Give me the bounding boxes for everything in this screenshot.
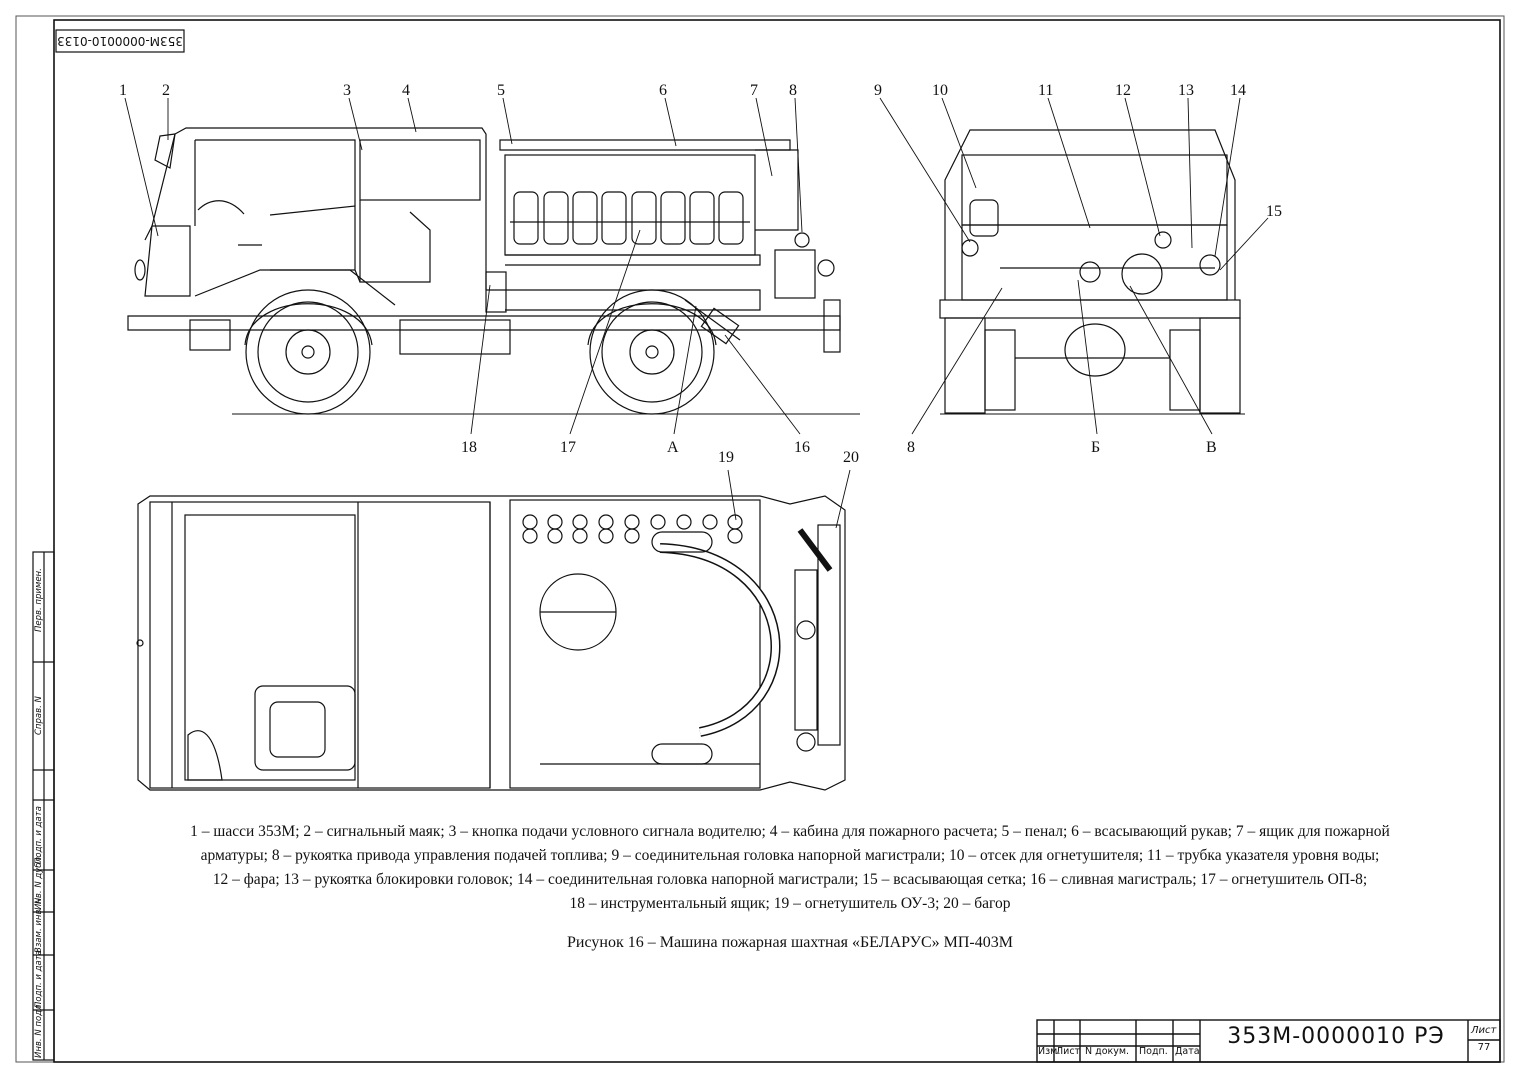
rear-leaders [879,97,1269,435]
tb-header-podp: Подп. [1139,1046,1168,1057]
stamp-podp-data-2: Подп. и дата [34,950,44,1008]
title-block-code: 353М-0000010 РЭ [1227,1024,1445,1049]
sheet-label: Лист [1471,1025,1497,1036]
callout-10: 10 [932,82,948,99]
callout-16: 16 [794,439,810,456]
callout-9: 9 [874,82,882,99]
stamp-inv-podl: Инв. N подл. [34,1001,44,1058]
callout-14: 14 [1230,82,1246,99]
callout-13: 13 [1178,82,1194,99]
top-view [136,495,846,791]
callout-2: 2 [162,82,170,99]
callout-19: 19 [718,449,734,466]
extinguishers-top [522,514,743,544]
callout-15: 15 [1266,203,1282,220]
legend-line-2: арматуры; 8 – рукоятка привода управлени… [200,847,1380,864]
callout-11: 11 [1038,82,1053,99]
legend-line-1: 1 – шасси 353М; 2 – сигнальный маяк; 3 –… [190,823,1390,840]
rear-view [939,129,1245,415]
callout-8: 8 [789,82,797,99]
callout-7: 7 [750,82,758,99]
callout-V: В [1206,439,1217,456]
stamp-vzam-inv: Взам. инв. N [34,897,44,953]
sheet-number: 77 [1477,1042,1491,1053]
callout-3: 3 [343,82,351,99]
callout-12: 12 [1115,82,1131,99]
extinguishers-side [510,191,750,245]
legend: 1 – шасси 353М; 2 – сигнальный маяк; 3 –… [80,820,1500,916]
figure-title: Рисунок 16 – Машина пожарная шахтная «БЕ… [567,934,1013,951]
callout-4: 4 [402,82,410,99]
legend-line-3: 12 – фара; 13 – рукоятка блокировки голо… [212,871,1368,888]
tb-header-izm: Изм. [1038,1046,1061,1057]
top-leaders [727,469,851,529]
legend-line-4: 18 – инструментальный ящик; 19 – огнетуш… [569,895,1011,912]
callout-A: А [667,439,679,456]
stamp-sprav: Справ. N [34,696,44,735]
front-wheel [245,289,371,415]
callout-17: 17 [560,439,576,456]
callout-1: 1 [119,82,127,99]
callout-labels: 1 2 3 4 5 6 7 8 9 10 11 12 13 14 15 18 1… [119,82,1282,466]
doc-code-box [55,29,185,53]
callout-20: 20 [843,449,859,466]
callout-B: Б [1091,439,1100,456]
stamp-perv-primen: Перв. примен. [34,568,44,632]
side-leaders [124,97,803,435]
tb-header-list: Лист [1056,1046,1081,1057]
doc-code-rotated: 353М-0000010-0133 [57,34,183,48]
tb-header-ndokum: N докум. [1085,1046,1130,1057]
drawing-frame [53,19,1501,1063]
callout-18: 18 [461,439,477,456]
side-view [127,127,860,415]
callout-8-rear: 8 [907,439,915,456]
title-block-grid [1036,1019,1501,1063]
tb-header-data: Дата [1175,1046,1200,1057]
callout-5: 5 [497,82,505,99]
callout-6: 6 [659,82,667,99]
rear-wheel [589,289,715,415]
side-stamp [32,551,55,1061]
